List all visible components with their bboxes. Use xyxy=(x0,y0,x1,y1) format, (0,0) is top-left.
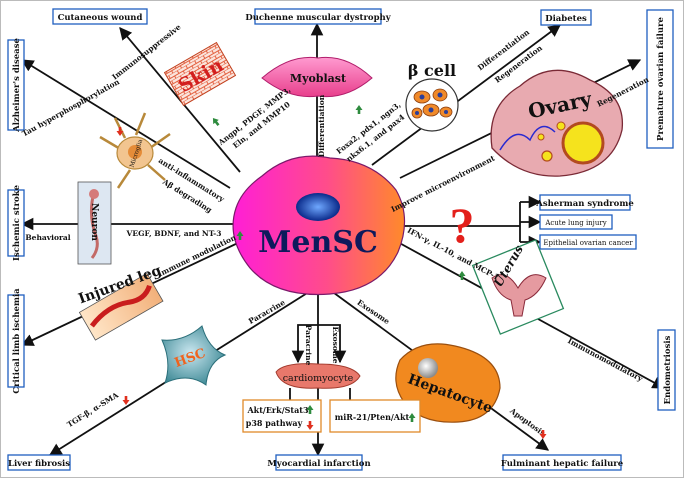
outcome-ovarian-cancer: Epithelial ovarian cancer xyxy=(543,239,633,247)
label-exosome-card: Exosome xyxy=(331,326,340,363)
arrow-beta-diabetes xyxy=(371,24,562,166)
cardiomyocyte-cell: cardiomyocyte xyxy=(275,363,361,389)
hepatocyte-nucleus-icon xyxy=(418,358,438,378)
ovary-cell: Ovary xyxy=(490,69,624,177)
up-arrow-icon xyxy=(408,413,416,422)
up-arrow-icon xyxy=(306,405,314,414)
skin-cell: Skin xyxy=(163,41,237,107)
up-arrow-icon xyxy=(236,231,244,240)
outcome-limb-ischemia: Critical limb ischemia xyxy=(12,288,22,394)
outcome-asherman: Asherman syndrome xyxy=(535,199,634,209)
hsc-shape-icon xyxy=(161,325,227,386)
box-duchenne xyxy=(254,8,382,25)
cardiomyocyte-label: cardiomyocyte xyxy=(283,373,354,384)
outcome-lung: Acute lung injury xyxy=(544,219,606,227)
box-diabetes xyxy=(540,9,592,26)
outcome-endometriosis: Endometriosis xyxy=(663,335,673,404)
myoblast-label: Myoblast xyxy=(290,72,347,85)
hepatocyte-cell: Hepatocyte xyxy=(395,343,501,423)
box-cutaneous-wound xyxy=(52,8,148,25)
box-alzheimer xyxy=(7,39,25,131)
mensc-nucleus-icon xyxy=(296,193,340,221)
arrow-exosome-card xyxy=(318,324,347,364)
box-liver-fibrosis xyxy=(7,454,71,471)
box-lung xyxy=(539,214,613,230)
up-arrow-icon xyxy=(212,118,220,126)
label-mir21: miR-21/Pten/Akt xyxy=(335,412,410,422)
up-arrow-icon xyxy=(458,271,466,280)
myoblast-shape-icon xyxy=(261,56,373,98)
uterus-cell: Uterus xyxy=(471,239,565,335)
down-arrow-icon xyxy=(122,396,130,405)
myoblast-cell: Myoblast xyxy=(261,56,373,98)
ovary-follicle-icon xyxy=(561,121,605,165)
outcome-ischemic-stroke: Ischemic stroke xyxy=(12,184,22,261)
arrow-alzheimer xyxy=(20,59,231,189)
neuron-axon-icon xyxy=(89,191,99,259)
box-mir21 xyxy=(329,399,421,433)
arrow-paracrine-card xyxy=(291,324,318,364)
box-fulminant xyxy=(502,454,622,471)
mensc-cell: MenSC xyxy=(232,155,406,296)
box-ovarian-cancer xyxy=(539,234,637,250)
uterus-shape-icon xyxy=(491,274,547,317)
outcome-duchenne: Duchenne muscular dystrophy xyxy=(245,13,391,23)
beta-nuclei-icon xyxy=(415,92,448,115)
outcome-cutaneous-wound: Cutaneous wound xyxy=(58,13,143,23)
skin-tissue-icon xyxy=(163,41,237,107)
box-ischemic-stroke xyxy=(7,189,25,257)
label-behavioral: Behavioral xyxy=(25,233,70,242)
microglia-nucleus-icon xyxy=(128,145,142,159)
vessel-icon xyxy=(89,284,152,328)
cardiomyocyte-shape-icon xyxy=(275,363,361,389)
down-arrow-icon xyxy=(306,421,314,430)
neuron-cell: Neuron xyxy=(77,181,112,265)
arrows xyxy=(20,22,666,457)
neuron-label: Neuron xyxy=(89,203,99,241)
outcome-liver-fibrosis: Liver fibrosis xyxy=(8,459,70,469)
box-limb-ischemia xyxy=(7,294,25,388)
beta-cell-label: β cell xyxy=(408,61,456,80)
beta-cell: β cell xyxy=(405,61,459,132)
box-asherman xyxy=(539,194,631,211)
outcome-texts: Cutaneous wound Duchenne muscular dystro… xyxy=(8,13,673,469)
hsc-cell: HSC xyxy=(161,325,227,386)
outcome-boxes xyxy=(7,8,676,471)
outcome-diabetes: Diabetes xyxy=(545,14,587,24)
ovary-vessels-icon xyxy=(499,125,556,151)
regulation-icons xyxy=(116,105,547,439)
label-differentiation-myo: Differentiation xyxy=(317,94,326,157)
label-vegf: VEGF, BDNF, and NT-3 xyxy=(126,229,222,238)
microglia-cell: Microglia xyxy=(99,112,171,189)
uterus-box-icon xyxy=(471,239,565,335)
down-arrow-icon xyxy=(116,127,124,136)
label-p38: p38 pathway xyxy=(246,418,303,428)
outcome-pof: Premature ovarian failure xyxy=(656,16,666,140)
box-endometriosis xyxy=(657,329,676,411)
pathway-boxes: Akt/Erk/Stat3 p38 pathway miR-21/Pten/Ak… xyxy=(242,399,421,433)
mensc-label: MenSC xyxy=(258,225,378,260)
outcome-fulminant: Fulminant hepatic failure xyxy=(501,459,624,469)
label-akt-erk: Akt/Erk/Stat3 xyxy=(246,405,308,415)
outcome-alzheimer: Alzheimer's disease xyxy=(12,38,22,133)
outcome-mi: Myocardial infarction xyxy=(267,459,370,469)
label-paracrine-card: Paracrine xyxy=(304,325,313,366)
box-pof xyxy=(646,9,674,149)
mensc-body-icon xyxy=(232,155,406,296)
down-arrow-icon xyxy=(539,430,547,439)
question-icon: ? xyxy=(450,197,475,253)
box-mi xyxy=(275,454,363,471)
up-arrow-icon xyxy=(355,105,363,114)
